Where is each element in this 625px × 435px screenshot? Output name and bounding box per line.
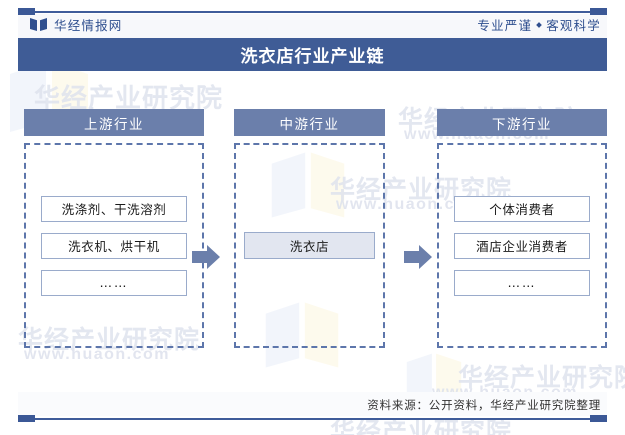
node-label: 洗涤剂、干洗溶剂 — [61, 202, 167, 217]
column-head-label: 中游行业 — [279, 116, 340, 133]
open-book-icon — [30, 18, 47, 31]
brand[interactable]: 华经情报网 — [30, 15, 123, 34]
column-upstream: 上游行业 洗涤剂、干洗溶剂 洗衣机、烘干机 …… — [24, 71, 204, 348]
brand-bar — [18, 14, 607, 38]
slogan: 专业严谨 客观科学 — [477, 15, 601, 34]
column-body-upstream: 洗涤剂、干洗溶剂 洗衣机、烘干机 …… — [24, 143, 204, 348]
column-head-midstream: 中游行业 — [234, 109, 385, 136]
arrow-midstream-to-downstream — [404, 245, 432, 269]
node-downstream-1[interactable]: 个体消费者 — [454, 195, 590, 222]
node-label: 洗衣店 — [289, 239, 330, 254]
node-downstream-2[interactable]: 酒店企业消费者 — [454, 232, 590, 259]
source-note: 资料来源：公开资料，华经产业研究院整理 — [367, 398, 601, 412]
column-downstream: 下游行业 个体消费者 酒店企业消费者 …… — [437, 71, 607, 348]
industry-chain-columns: 上游行业 洗涤剂、干洗溶剂 洗衣机、烘干机 …… 中游行业 洗 — [0, 71, 625, 371]
slogan-left: 专业严谨 — [477, 18, 533, 33]
top-rule-cap-right — [590, 8, 607, 15]
column-head-upstream: 上游行业 — [24, 109, 204, 136]
chart-title-band: 洗衣店行业产业链 — [18, 38, 607, 71]
column-midstream: 中游行业 洗衣店 — [234, 71, 385, 348]
bottom-rule-cap-right — [590, 415, 607, 422]
bottom-rule — [18, 418, 607, 420]
column-head-downstream: 下游行业 — [437, 109, 607, 136]
column-body-midstream: 洗衣店 — [234, 143, 385, 348]
slogan-right: 客观科学 — [546, 18, 601, 33]
top-rule — [18, 11, 607, 13]
node-upstream-1[interactable]: 洗涤剂、干洗溶剂 — [41, 195, 187, 222]
node-midstream-1[interactable]: 洗衣店 — [244, 232, 375, 259]
arrow-upstream-to-midstream — [192, 245, 220, 269]
brand-name: 华经情报网 — [54, 18, 123, 33]
bottom-rule-cap-left — [18, 415, 35, 422]
column-body-downstream: 个体消费者 酒店企业消费者 …… — [437, 143, 607, 348]
page-title: 洗衣店行业产业链 — [240, 47, 385, 67]
node-label: …… — [99, 275, 129, 290]
top-rule-cap-left — [18, 8, 35, 15]
node-upstream-3[interactable]: …… — [41, 269, 187, 296]
slogan-separator-icon — [536, 21, 543, 28]
node-label: 酒店企业消费者 — [476, 239, 568, 254]
node-label: …… — [507, 275, 537, 290]
node-downstream-3[interactable]: …… — [454, 269, 590, 296]
column-head-label: 下游行业 — [492, 116, 552, 133]
footer-strip — [18, 392, 607, 416]
node-label: 洗衣机、烘干机 — [68, 239, 160, 254]
node-label: 个体消费者 — [489, 202, 555, 217]
node-upstream-2[interactable]: 洗衣机、烘干机 — [41, 232, 187, 259]
column-head-label: 上游行业 — [84, 116, 144, 133]
